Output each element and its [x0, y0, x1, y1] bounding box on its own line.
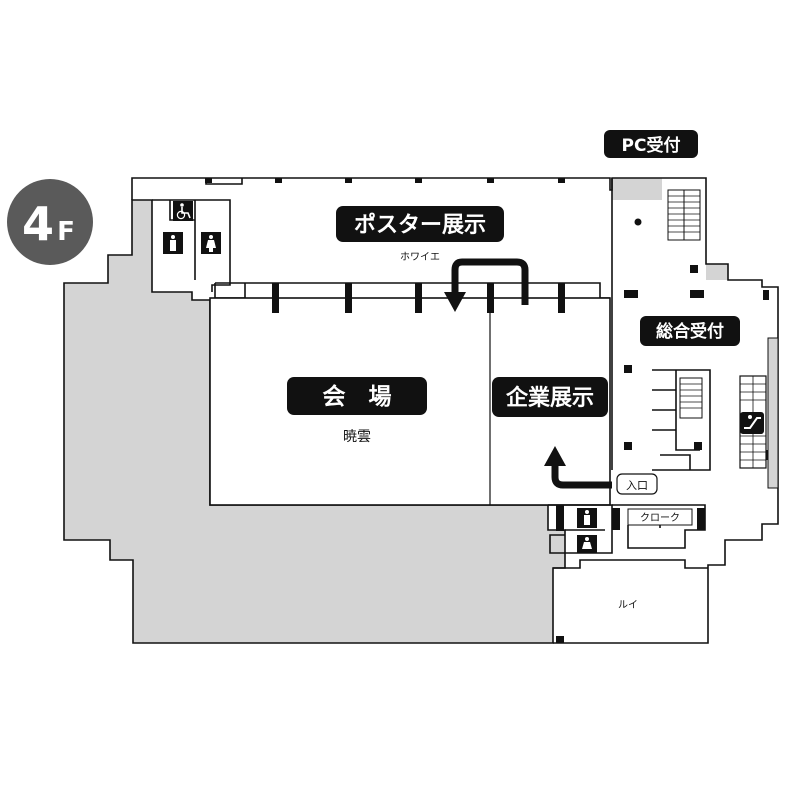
- hall-name-text: 暁雲: [343, 429, 371, 445]
- cloak-text: クローク: [640, 512, 680, 524]
- cloak-column: [697, 508, 705, 530]
- general-reception-text: 総合受付: [656, 321, 724, 342]
- rui-column: [556, 636, 564, 643]
- corporate-text: 企業展示: [505, 385, 594, 411]
- stairs-pc: [667, 189, 701, 241]
- floor-suffix: F: [57, 217, 75, 247]
- arrow-icon-foyer: [444, 258, 529, 312]
- gray-area-ne: [706, 264, 728, 280]
- arrow-icon-entrance: [544, 446, 612, 489]
- restroom-lower-male-icon: [577, 508, 597, 528]
- general-reception-label: 総合受付: [640, 316, 740, 346]
- poster-text: ポスター展示: [354, 212, 486, 238]
- cloak-column-2: [612, 508, 620, 530]
- gray-area-pc: [612, 178, 662, 200]
- main-hall-text: 会 場: [323, 383, 392, 410]
- floor-number: 4: [22, 197, 54, 251]
- corporate-label: 企業展示: [492, 377, 608, 417]
- pc-point-icon: [634, 218, 642, 226]
- reception-rooms: [652, 369, 711, 471]
- restroom-lower-female-icon: [577, 535, 597, 553]
- foyer-text: ホワイエ: [400, 251, 440, 263]
- pc-reception-label: PC受付: [604, 130, 698, 158]
- pc-reception-text: PC受付: [622, 135, 681, 156]
- rui-text: ルイ: [618, 600, 638, 611]
- restroom-female-icon: [201, 232, 221, 254]
- gray-area-west: [63, 199, 566, 644]
- poster-label: ポスター展示: [336, 206, 504, 242]
- cloak-label: クローク: [627, 508, 693, 526]
- rui-room-walls: [553, 559, 708, 569]
- stairs-reception: [679, 377, 703, 419]
- escalator-icon: [740, 412, 764, 434]
- entrance-label: 入口: [616, 473, 658, 495]
- building-outline: [131, 177, 779, 644]
- entrance-text: 入口: [626, 479, 648, 492]
- main-hall-label: 会 場: [287, 377, 427, 415]
- lower-restroom-column: [556, 505, 564, 531]
- wheelchair-icon: [173, 201, 193, 221]
- floor-badge: 4 F: [7, 179, 93, 265]
- restroom-male-icon: [163, 232, 183, 254]
